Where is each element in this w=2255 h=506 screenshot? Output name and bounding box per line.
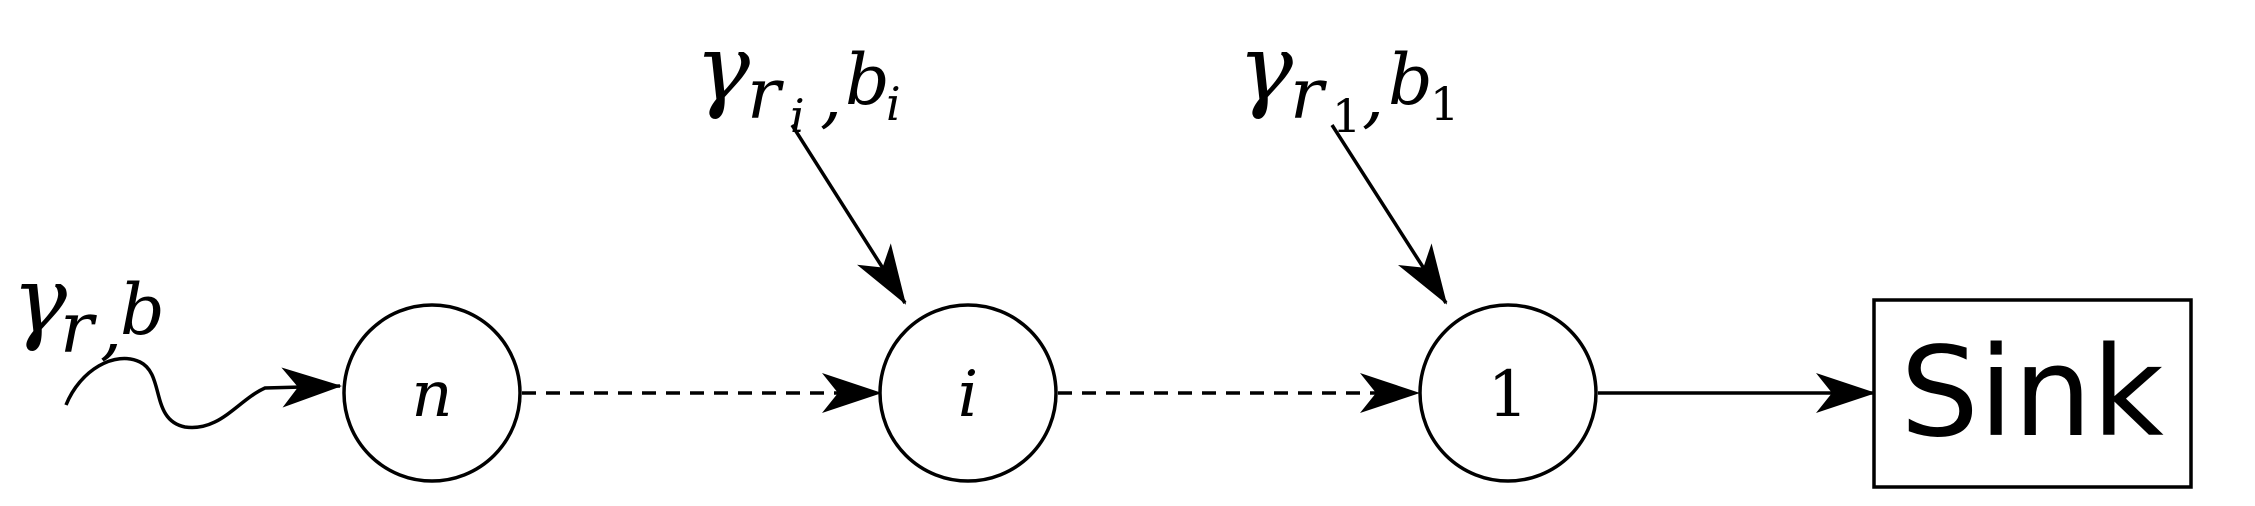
node-i-sub-b-index: i: [886, 77, 901, 131]
source-sub-sep: ,: [100, 287, 122, 369]
node-one-rate-label: γ r 1 , b 1: [1238, 15, 1459, 143]
node-i-sub-b: b: [845, 39, 890, 121]
node-one-gamma: γ: [1238, 15, 1294, 122]
node-n-circle: [342, 303, 522, 483]
node-i-sub-r: r: [747, 53, 784, 135]
node-one-sub-b-index: 1: [1430, 77, 1459, 131]
node-i: i: [878, 303, 1058, 483]
node-one-circle: [1418, 303, 1598, 483]
node-i-circle: [878, 303, 1058, 483]
node-n-label: n: [411, 358, 452, 432]
node-i-gamma: γ: [695, 15, 751, 122]
sink-box: [1872, 298, 2193, 489]
node-one-sub-sep: ,: [1362, 55, 1384, 137]
edge-label-to-i: [790, 124, 907, 305]
node-n: n: [342, 303, 522, 483]
source-sub-b: b: [120, 269, 165, 351]
source-label: γ r , b: [12, 247, 165, 369]
node-one-sub-b: b: [1388, 39, 1433, 121]
edge-source-to-n: [64, 356, 342, 430]
node-one: 1: [1418, 303, 1598, 483]
node-one-sub-r: r: [1290, 53, 1327, 135]
node-i-label: i: [958, 358, 978, 432]
node-i-sub-sep: ,: [820, 55, 842, 137]
sink-label: Sink: [1900, 321, 2164, 465]
node-one-label: 1: [1488, 358, 1529, 432]
source-gamma: γ: [12, 247, 68, 354]
source-sub-r: r: [60, 287, 97, 369]
node-i-rate-label: γ r i , b i: [695, 15, 901, 143]
edge-label-to-one: [1330, 124, 1448, 305]
sink-node: Sink: [1872, 298, 2193, 489]
